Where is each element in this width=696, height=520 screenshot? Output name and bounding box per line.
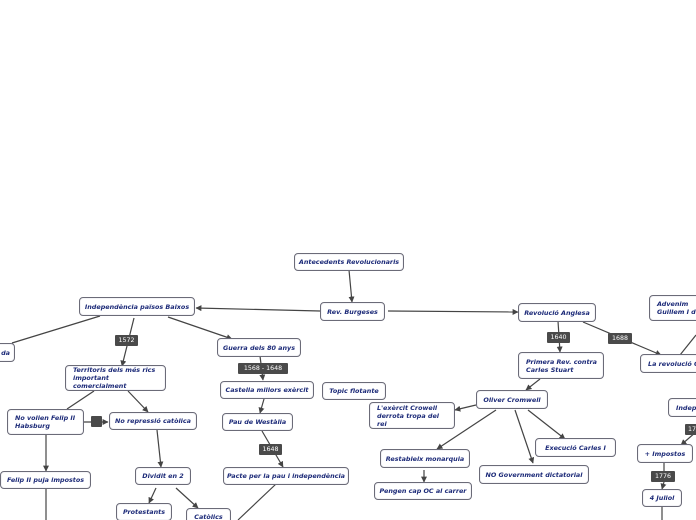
badge-1572: 1572 [115,335,138,346]
node-no-govern[interactable]: NO Government dictatorial [479,465,589,484]
node-pengen[interactable]: Pengen cap OC al carrer [374,482,472,500]
node-revolucio-anglesa[interactable]: Revolució Anglesa [518,303,596,322]
node-execucio[interactable]: Execució Carles I [535,438,616,457]
node-indep[interactable]: Indep [668,398,696,417]
node-restableix[interactable]: Restableix monarquia [380,449,470,468]
node-rev-burgeses[interactable]: Rev. Burgeses [320,302,385,321]
node-exercit[interactable]: L'exèrcit Crowell derrota tropa del rei [369,402,455,429]
node-guerra-80[interactable]: Guerra dels 80 anys [217,338,301,357]
node-antecedents[interactable]: Antecedents Revolucionaris [294,253,404,271]
node-protestants[interactable]: Protestants [116,503,172,520]
node-castella[interactable]: Castella millors exèrcit [220,381,314,399]
badge-1776: 1776 [651,471,675,482]
node-impostos[interactable]: + Impostos [637,444,693,463]
node-4-juliol[interactable]: 4 Juliol [642,489,682,507]
badge-1648: 1648 [259,444,282,455]
node-revolucio-g[interactable]: La revolució G [640,354,696,373]
badge-1688: 1688 [608,333,632,344]
node-catolics[interactable]: Catòlics [186,508,231,520]
badge-17: 17 [685,424,696,435]
badge-unlabeled [91,416,102,427]
node-pau-westalia[interactable]: Pau de Westàlia [222,413,293,431]
node-felip-puja[interactable]: Felip II puja impostos [0,471,91,489]
node-no-repressio[interactable]: No repressió catòlica [109,412,197,430]
node-pacte[interactable]: Pacte per la pau i independència [223,467,349,485]
node-no-volien[interactable]: No volien Felip II Habsburg [7,409,84,435]
node-topic-flotante[interactable]: Topic flotante [322,382,386,400]
badge-1568-1648: 1568 - 1648 [238,363,288,374]
node-territoris[interactable]: Territoris dels més rics important comer… [65,365,166,391]
node-dividit[interactable]: Dividit en 2 [135,467,191,485]
node-da[interactable]: da [0,343,15,362]
node-oliver-cromwell[interactable]: Oliver Cromwell [476,390,548,409]
node-advenim[interactable]: Advenim Guillem I d' [649,295,696,321]
node-primera-rev[interactable]: Primera Rev. contra Carles Stuart [518,352,604,379]
node-independencia[interactable]: Independència països Baixos [79,297,195,316]
badge-1640: 1640 [547,332,570,343]
